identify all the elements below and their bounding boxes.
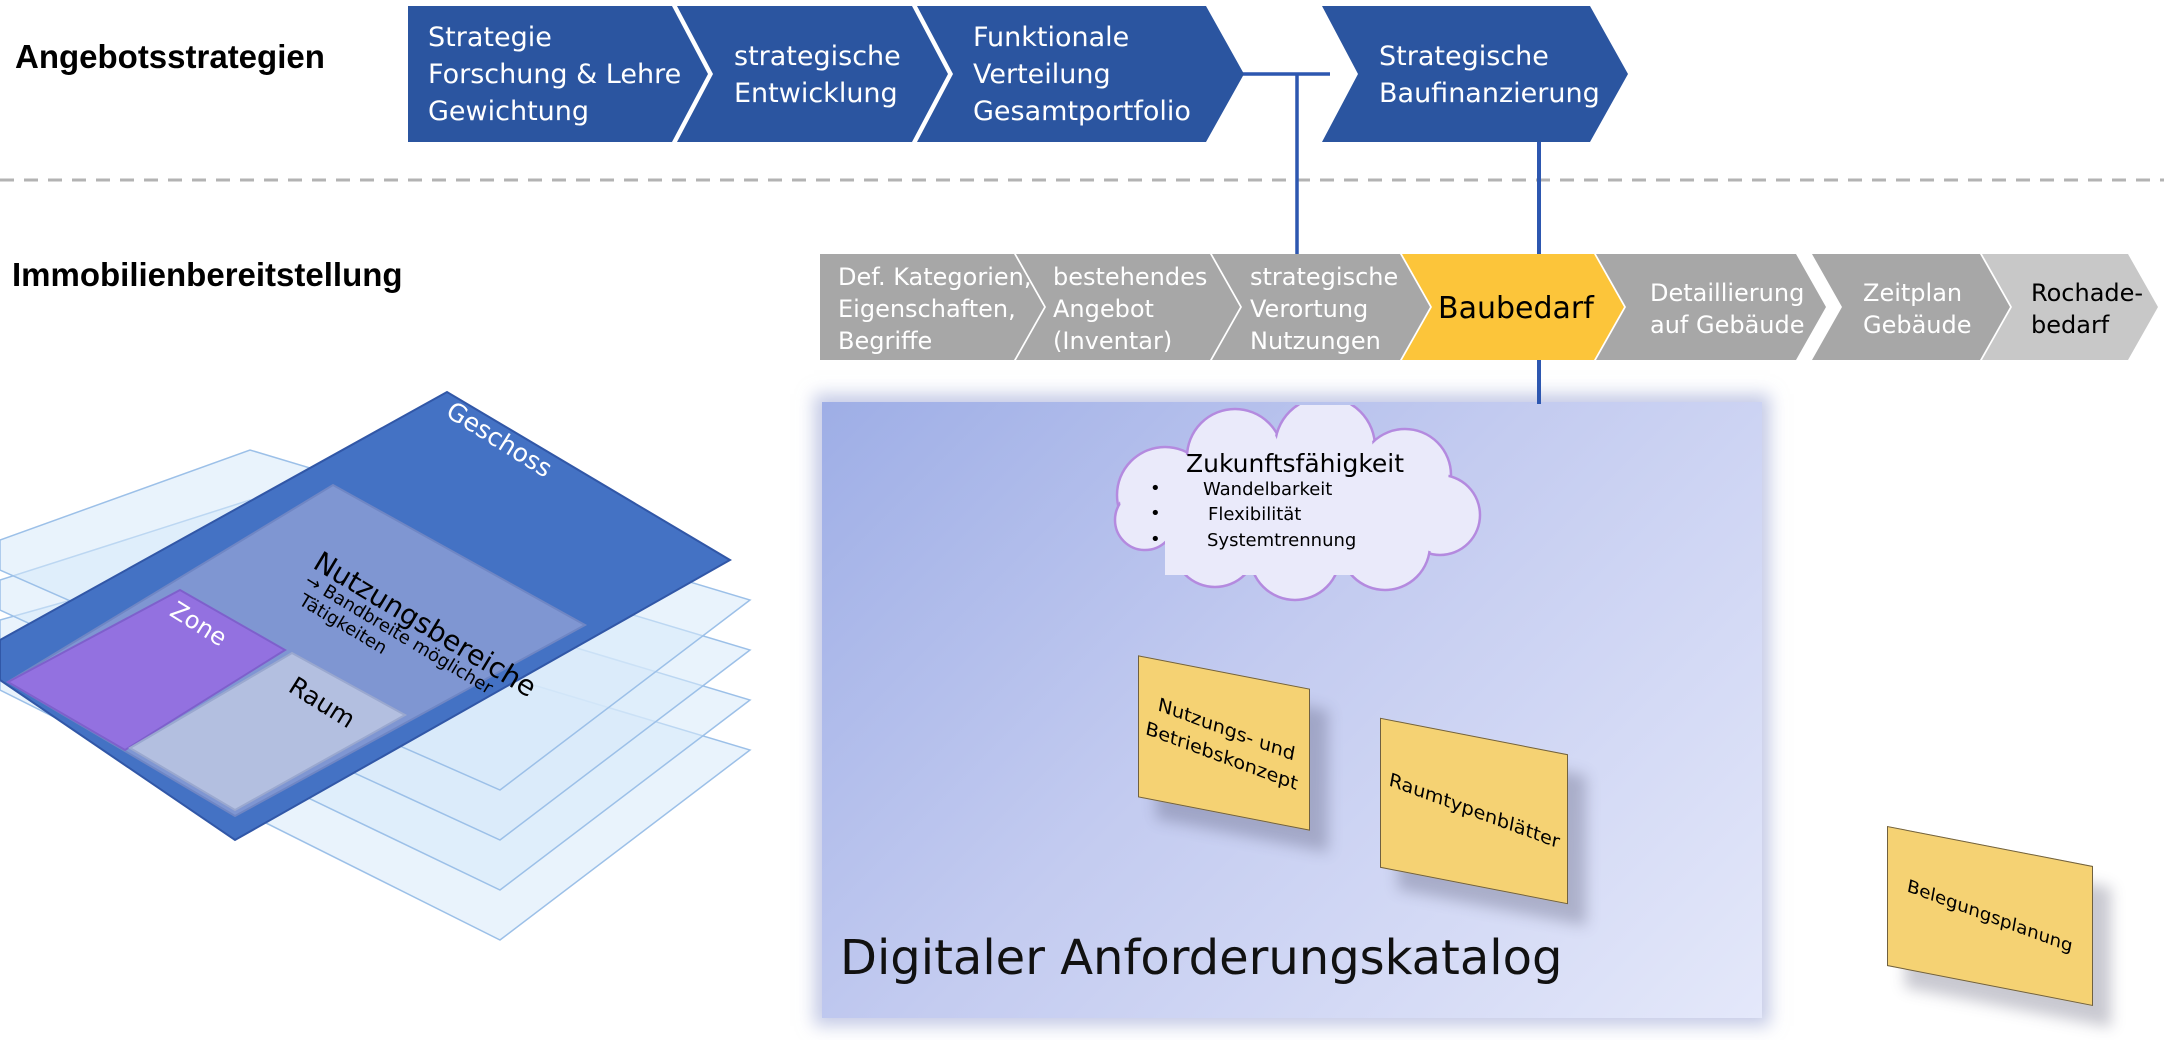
cloud-item-flexibilitaet: Flexibilität [1208,504,1302,525]
strategy-chevron-1-line-3: Gewichtung [428,96,590,127]
process-chevron-2-line-3: (Inventar) [1053,327,1173,355]
process-chevron-3 [1212,254,1430,360]
strategy-chevron-3-line-1: Funktionale [973,22,1130,53]
note-belegung-text: Belegungsplanung [1905,875,2075,957]
strategy-chevron-3-text[interactable]: Funktionale Verteilung Gesamtportfolio [973,19,1191,130]
process-chevron-1-line-2: Eigenschaften, [838,295,1016,323]
cloud-item-wandelbarkeit: Wandelbarkeit [1203,479,1333,500]
strategy-chevron-2-text[interactable]: strategische Entwicklung [734,38,901,112]
strategy-chevron-3 [917,6,1244,142]
zone-plane [5,588,287,752]
process-chevron-2-text[interactable]: bestehendes Angebot (Inventar) [1053,261,1207,357]
process-chevron-3-line-1: strategische [1250,263,1399,291]
row-separator [0,178,2164,182]
row-label-angebotsstrategien: Angebotsstrategien [15,38,325,75]
row-label-immobilienbereitstellung: Immobilienbereitstellung [12,256,403,293]
process-chevron-4-line-1: Baubedarf [1438,291,1594,326]
process-chevron-6-line-2: Gebäude [1863,311,1972,339]
strategy-chevron-3-line-2: Verteilung [973,59,1111,90]
strategy-chevron-4 [1322,6,1628,142]
cloud-title: Zukunftsfähigkeit [1186,449,1405,478]
process-chevron-7-text[interactable]: Rochade- bedarf [2031,277,2143,341]
process-chevron-5-line-1: Detaillierung [1650,279,1805,307]
process-chevron-1 [820,254,1044,360]
cloud-item-systemtrennung: Systemtrennung [1207,530,1357,551]
process-chevron-6-text[interactable]: Zeitplan Gebäude [1863,277,1972,341]
strategy-chevron-1-line-1: Strategie [428,22,552,53]
catalog-title: Digitaler Anforderungskatalog [840,930,1563,986]
cloud-bullet-3: • [1150,529,1161,550]
process-chevron-2-line-2: Angebot [1053,295,1154,323]
process-chevron-2-line-1: bestehendes [1053,263,1208,291]
strategy-chevron-2-line-2: Entwicklung [734,78,898,109]
floor-layer-diagram [0,390,752,941]
strategy-chevron-1-text[interactable]: Strategie Forschung & Lehre Gewichtung [428,19,681,130]
cloud-bullet-1: • [1150,478,1161,499]
cloud-shape [1113,405,1482,602]
process-chevron-6-line-1: Zeitplan [1863,279,1963,307]
process-chevron-2 [1016,254,1240,360]
process-chevron-1-line-3: Begriffe [838,327,933,355]
process-chevron-6 [1812,254,2010,360]
process-chevron-3-text[interactable]: strategische Verortung Nutzungen [1250,261,1398,357]
process-chevron-5 [1596,254,1826,360]
strategy-chevron-1-line-2: Forschung & Lehre [428,59,682,90]
process-chevron-1-text[interactable]: Def. Kategorien, Eigenschaften, Begriffe [838,261,1031,357]
connector-lines [1240,72,1541,404]
process-chevron-shapes [820,254,2158,360]
note-raumtypen-text: Raumtypenblätter [1386,768,1562,854]
strategy-chevron-2-line-1: strategische [734,41,901,72]
process-chevron-1-line-1: Def. Kategorien, [838,263,1032,291]
process-chevron-4 [1402,254,1624,360]
strategy-chevron-3-line-3: Gesamtportfolio [973,96,1191,127]
process-chevron-7-line-1: Rochade- [2031,279,2144,307]
cloud-bullet-2: • [1150,503,1161,524]
process-chevron-5-line-2: auf Gebäude [1650,311,1805,339]
raum-plane [128,651,408,812]
strategy-chevron-4-line-2: Baufinanzierung [1379,78,1600,109]
strategy-chevron-shapes [408,6,1628,142]
process-chevron-3-line-3: Nutzungen [1250,327,1381,355]
strategy-chevron-4-text[interactable]: Strategische Baufinanzierung [1379,38,1600,112]
process-chevron-4-text[interactable]: Baubedarf [1438,290,1594,327]
strategy-chevron-4-line-1: Strategische [1379,41,1549,72]
strategy-chevron-2 [677,6,948,142]
strategy-chevron-1 [408,6,708,142]
process-chevron-7-line-2: bedarf [2031,311,2110,339]
process-chevron-7 [1982,254,2158,360]
process-chevron-3-line-2: Verortung [1250,295,1369,323]
process-chevron-5-text[interactable]: Detaillierung auf Gebäude [1650,277,1805,341]
note-belegungsplanung[interactable]: Belegungsplanung [1887,825,2093,1007]
